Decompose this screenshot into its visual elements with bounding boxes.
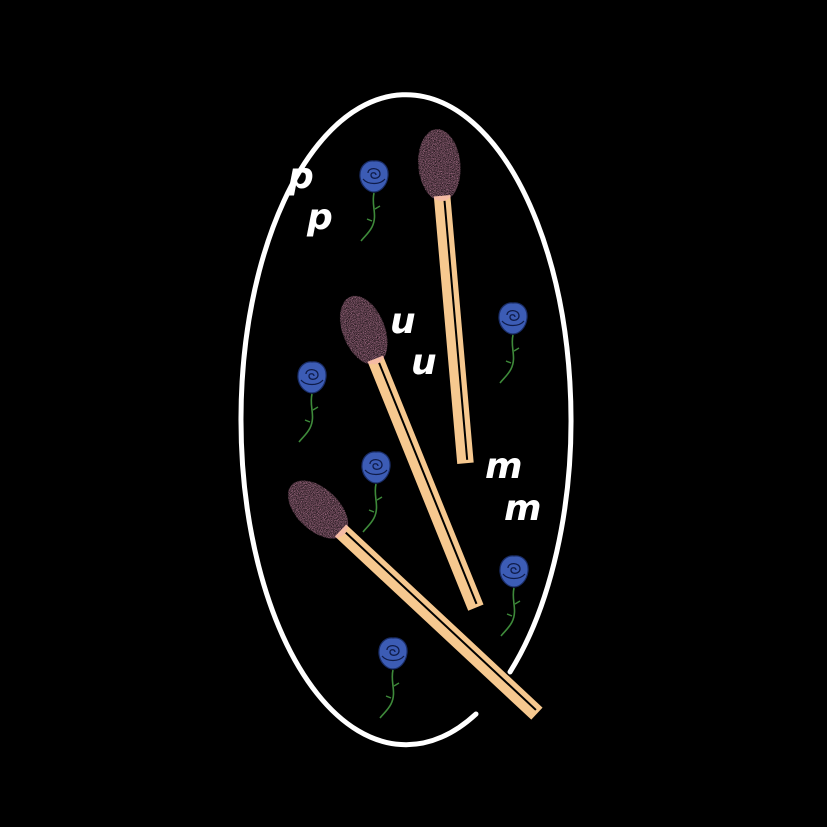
letter-m-2: m [504,488,542,529]
letter-u-1: u [390,301,416,342]
letter-p-2: p [306,197,333,238]
letter-u-2: u [411,342,437,383]
letter-m-1: m [485,446,523,487]
letter-p-1: p [287,156,314,197]
oval-outline [238,92,574,748]
